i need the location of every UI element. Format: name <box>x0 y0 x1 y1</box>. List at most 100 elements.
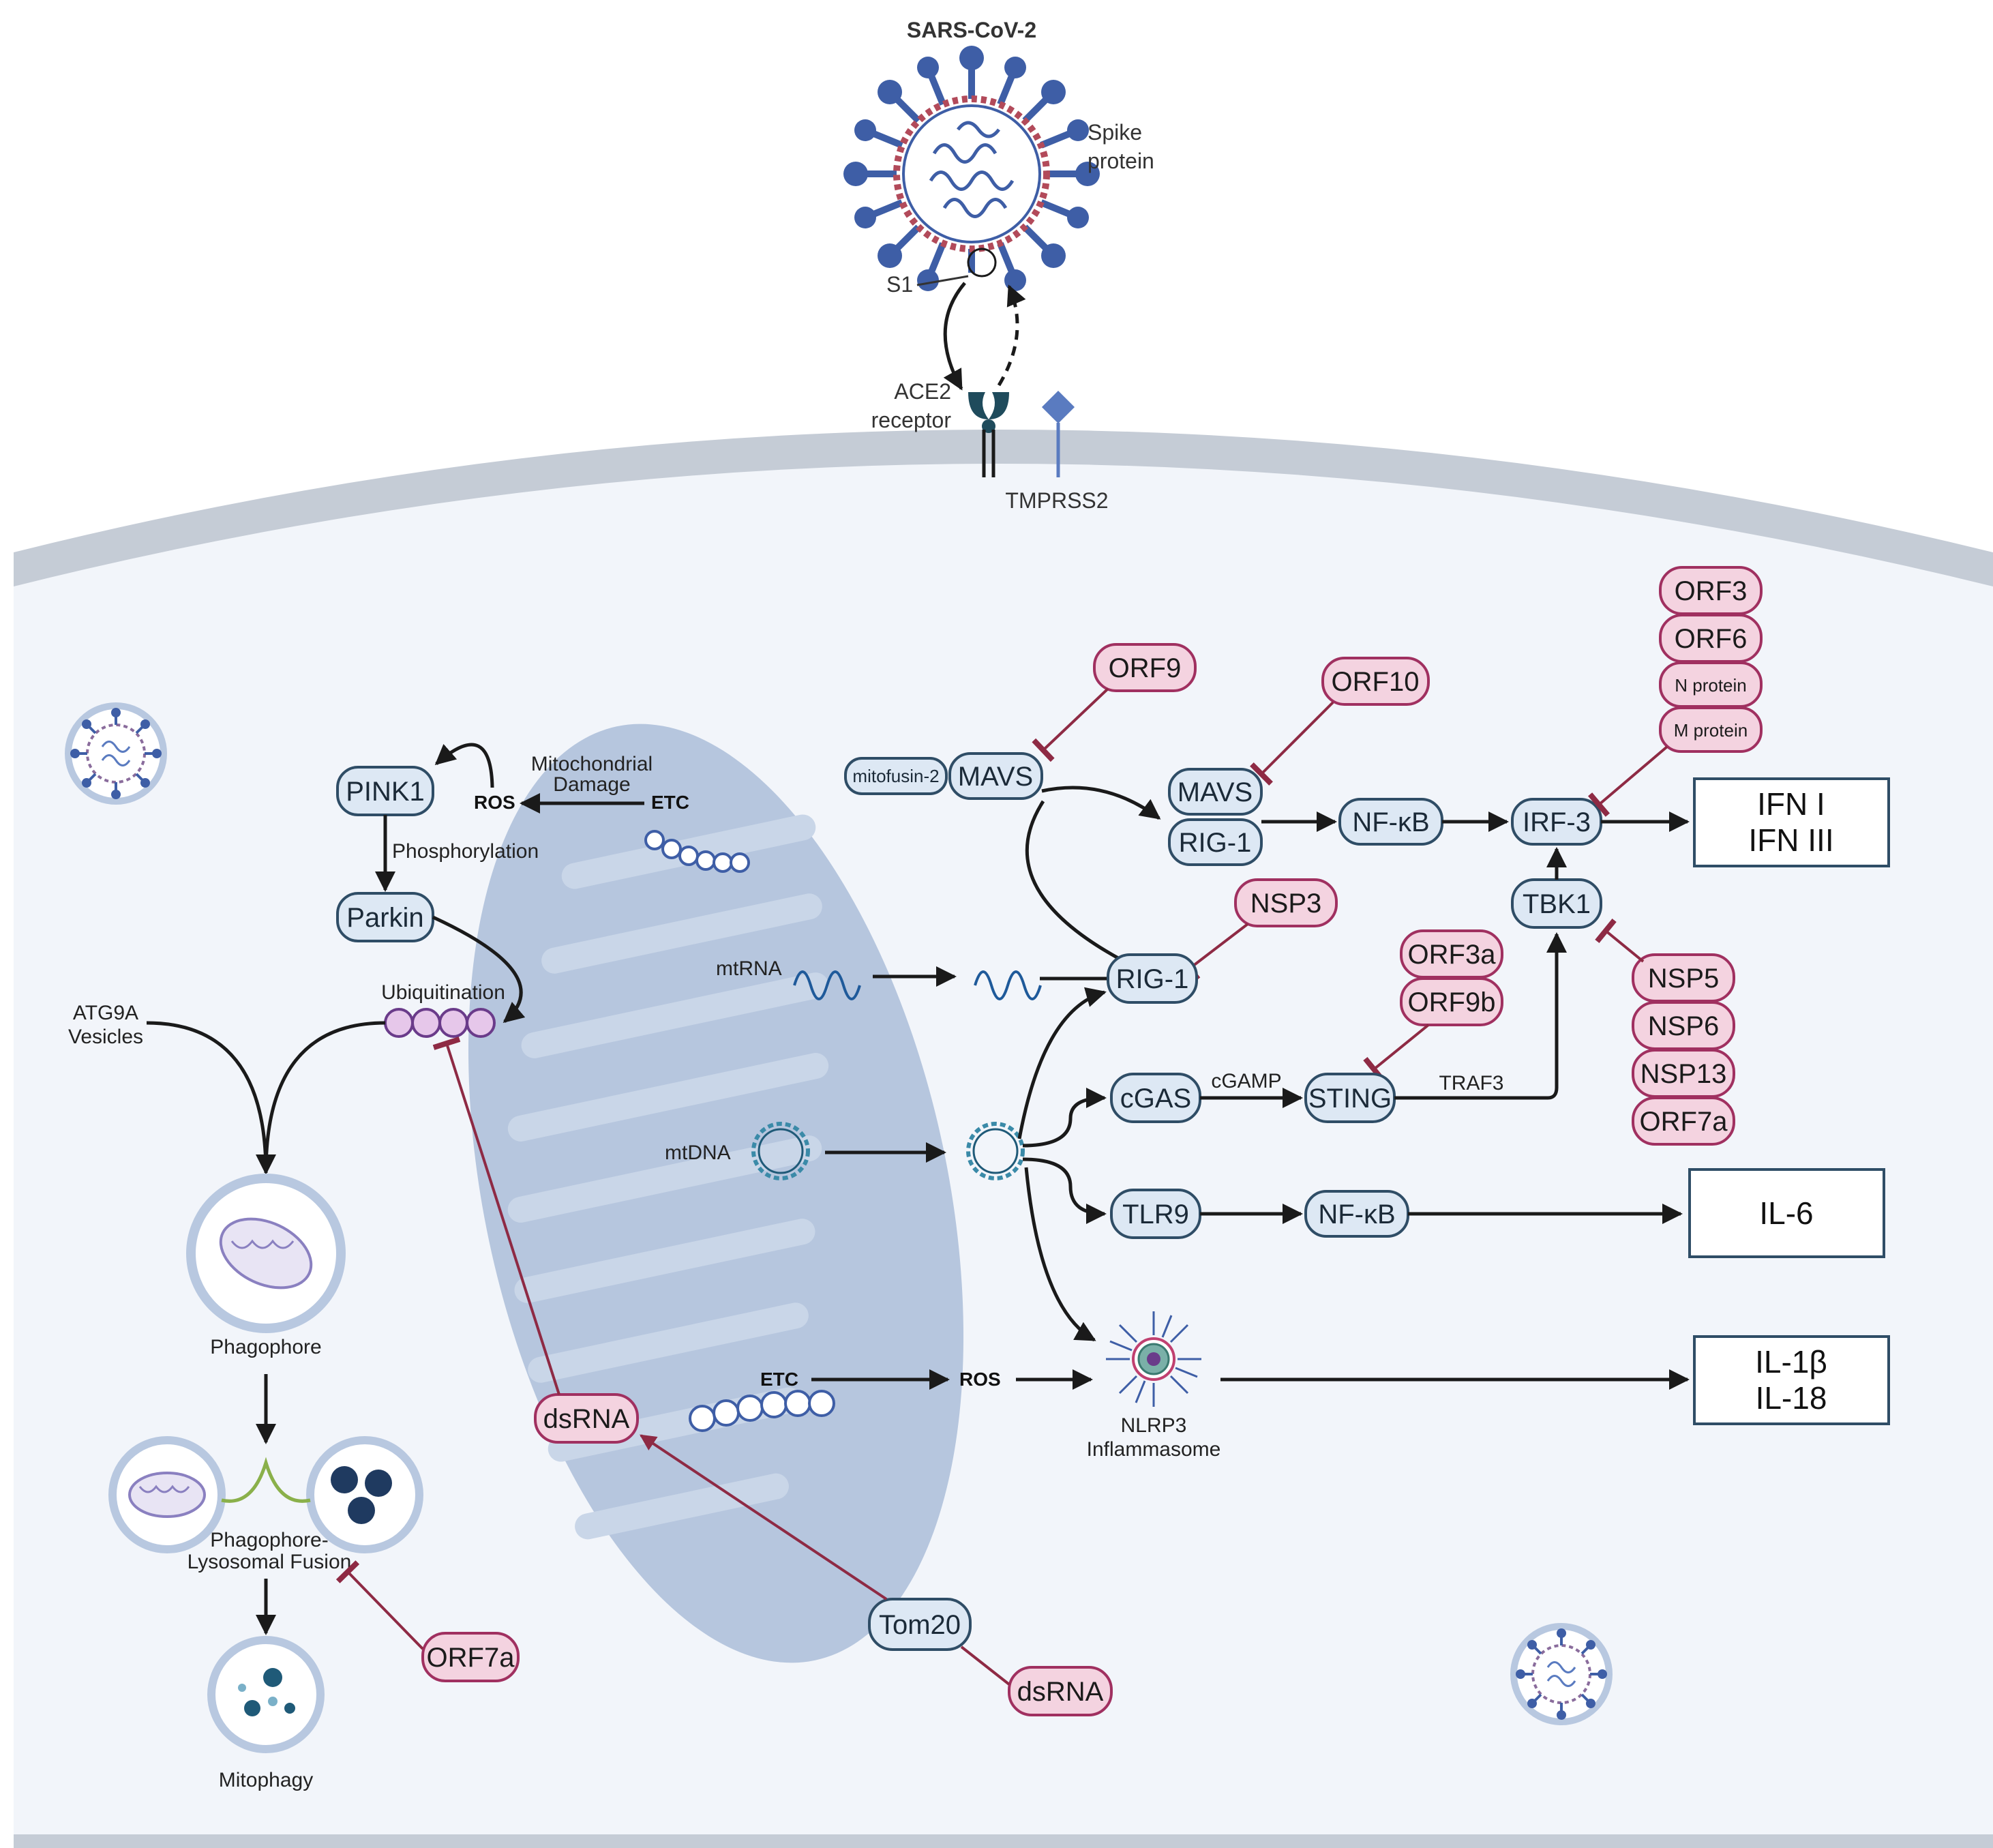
svg-text:NSP6: NSP6 <box>1648 1011 1720 1041</box>
nfkb-top-node[interactable]: NF-κB <box>1338 798 1443 846</box>
svg-text:Parkin: Parkin <box>346 903 423 933</box>
nfkb-bottom-node[interactable]: NF-κB <box>1304 1190 1409 1238</box>
svg-text:ORF9: ORF9 <box>1109 653 1182 683</box>
orf10-node[interactable]: ORF10 <box>1321 657 1430 706</box>
m-protein-node[interactable]: M protein <box>1659 706 1763 753</box>
virus-title: SARS-CoV-2 <box>907 18 1036 42</box>
nsp5-node[interactable]: NSP5 <box>1632 953 1735 1002</box>
tbk1-node[interactable]: TBK1 <box>1511 878 1602 929</box>
svg-text:N protein: N protein <box>1675 675 1747 696</box>
svg-text:mitofusin-2: mitofusin-2 <box>852 766 939 786</box>
cell-cytoplasm <box>14 464 1993 1834</box>
orf10-inhibits-mavs <box>1250 701 1334 786</box>
svg-text:TBK1: TBK1 <box>1523 889 1591 919</box>
mtdna-icon <box>751 1122 810 1180</box>
orf9b-inhibits-sting <box>1363 1024 1430 1082</box>
cgas-node[interactable]: cGAS <box>1110 1073 1201 1123</box>
svg-text:NF-κB: NF-κB <box>1352 807 1429 837</box>
etc-top-chain-icon <box>644 830 750 873</box>
mitofusin2-node[interactable]: mitofusin-2 <box>844 757 948 795</box>
svg-text:ORF6: ORF6 <box>1675 624 1748 654</box>
svg-text:STING: STING <box>1308 1084 1392 1114</box>
orf7a-right-node[interactable]: ORF7a <box>1632 1097 1735 1146</box>
svg-text:RIG-1: RIG-1 <box>1179 828 1252 858</box>
il6-label: IL-6 <box>1759 1195 1813 1231</box>
mavs-top-node[interactable]: MAVS <box>948 752 1043 800</box>
nsp6-node[interactable]: NSP6 <box>1632 1001 1735 1050</box>
n-protein-node[interactable]: N protein <box>1659 661 1763 708</box>
svg-text:MAVS: MAVS <box>958 762 1033 792</box>
nsp13-node[interactable]: NSP13 <box>1632 1049 1735 1098</box>
ubiquitin-to-phagophore-arrow <box>264 1021 386 1174</box>
svg-text:ORF3a: ORF3a <box>1408 940 1497 970</box>
dsrna-outside-node[interactable]: dsRNA <box>1008 1666 1113 1716</box>
nlrp3-inflammasome-icon <box>1106 1311 1201 1407</box>
tlr9-node[interactable]: TLR9 <box>1110 1189 1201 1239</box>
orf9b-node[interactable]: ORF9b <box>1400 977 1503 1026</box>
rig1-node[interactable]: RIG-1 <box>1107 953 1198 1004</box>
svg-text:IRF-3: IRF-3 <box>1523 807 1591 837</box>
rig1-complex-node[interactable]: RIG-1 <box>1168 818 1263 866</box>
ros-bottom-label: ROS <box>959 1369 1001 1390</box>
nsp3-inhibits-rig1 <box>1179 923 1249 981</box>
svg-text:ORF7a: ORF7a <box>1640 1107 1728 1137</box>
dsrna-to-tom20-line <box>960 1645 1010 1686</box>
tom20-node[interactable]: Tom20 <box>868 1598 972 1651</box>
mavs-complex-node[interactable]: MAVS <box>1168 768 1263 816</box>
mitophagy-label: Mitophagy <box>219 1769 313 1791</box>
parkin-node[interactable]: Parkin <box>336 892 434 942</box>
mtdna-to-tlr9-arrow <box>1022 1157 1107 1224</box>
ros-top-label: ROS <box>474 792 515 813</box>
svg-text:NSP13: NSP13 <box>1640 1059 1727 1089</box>
svg-text:NSP5: NSP5 <box>1648 964 1720 994</box>
mini-virion-bottomright <box>1514 1626 1609 1722</box>
orf7a-left-node[interactable]: ORF7a <box>421 1632 520 1682</box>
nsp3-node[interactable]: NSP3 <box>1234 878 1338 927</box>
svg-text:NF-κB: NF-κB <box>1318 1199 1395 1229</box>
svg-text:MAVS: MAVS <box>1178 777 1253 807</box>
mitophagy-icon <box>207 1636 325 1753</box>
ifn-1-label: IFN I <box>1757 786 1825 822</box>
mito-damage-label-1: Mitochondrial <box>531 753 653 775</box>
orf3-node[interactable]: ORF3 <box>1659 566 1763 615</box>
cgamp-label: cGAMP <box>1211 1070 1281 1092</box>
mtdna-to-nlrp3-arrow <box>1024 1167 1096 1342</box>
il1b-output-box: IL-1β IL-18 <box>1693 1335 1890 1425</box>
orf3a-node[interactable]: ORF3a <box>1400 929 1503 979</box>
traf3-label: TRAF3 <box>1439 1072 1503 1094</box>
nlrp3-label-2: Inflammasome <box>1087 1438 1221 1461</box>
orf7a-inhibits-fusion <box>335 1560 424 1650</box>
mini-virion-topleft <box>68 706 164 801</box>
mtdna-label: mtDNA <box>665 1142 731 1164</box>
pink1-node[interactable]: PINK1 <box>336 766 434 816</box>
irf3-node[interactable]: IRF-3 <box>1511 798 1602 846</box>
mtdna-to-cgas-arrow <box>1022 1088 1107 1148</box>
ace2-label-1: ACE2 <box>894 379 951 404</box>
mito-damage-label-2: Damage <box>553 773 630 796</box>
parkin-to-ubiquitin-arrow <box>432 915 526 1023</box>
spike-label-2: protein <box>1088 149 1154 173</box>
mtrna-wave-icon <box>793 970 861 1000</box>
svg-text:NSP3: NSP3 <box>1250 889 1322 919</box>
svg-text:ORF3: ORF3 <box>1675 576 1748 606</box>
ace2-to-virus-dashed-arrow <box>997 284 1026 387</box>
sting-to-tbk1-arrow <box>1394 932 1567 1100</box>
phagophore-icon <box>186 1174 346 1333</box>
svg-text:PINK1: PINK1 <box>346 777 425 807</box>
il1b-label: IL-1β <box>1755 1344 1827 1380</box>
mavs-to-complex-arrow <box>1041 786 1161 820</box>
svg-text:RIG-1: RIG-1 <box>1116 964 1189 994</box>
orf6-node[interactable]: ORF6 <box>1659 614 1763 663</box>
dsrna-inside-node[interactable]: dsRNA <box>534 1393 639 1444</box>
mtrna-label: mtRNA <box>716 957 782 980</box>
svg-text:dsRNA: dsRNA <box>1017 1677 1104 1707</box>
svg-text:ORF10: ORF10 <box>1332 667 1420 697</box>
rig1-to-mavs-arc <box>1025 800 1120 960</box>
mtrna-cyto-wave-icon <box>974 970 1042 1000</box>
ifn-output-box: IFN I IFN III <box>1693 777 1890 867</box>
svg-text:cGAS: cGAS <box>1120 1084 1191 1114</box>
orf9-node[interactable]: ORF9 <box>1093 643 1197 692</box>
sting-node[interactable]: STING <box>1304 1073 1396 1123</box>
